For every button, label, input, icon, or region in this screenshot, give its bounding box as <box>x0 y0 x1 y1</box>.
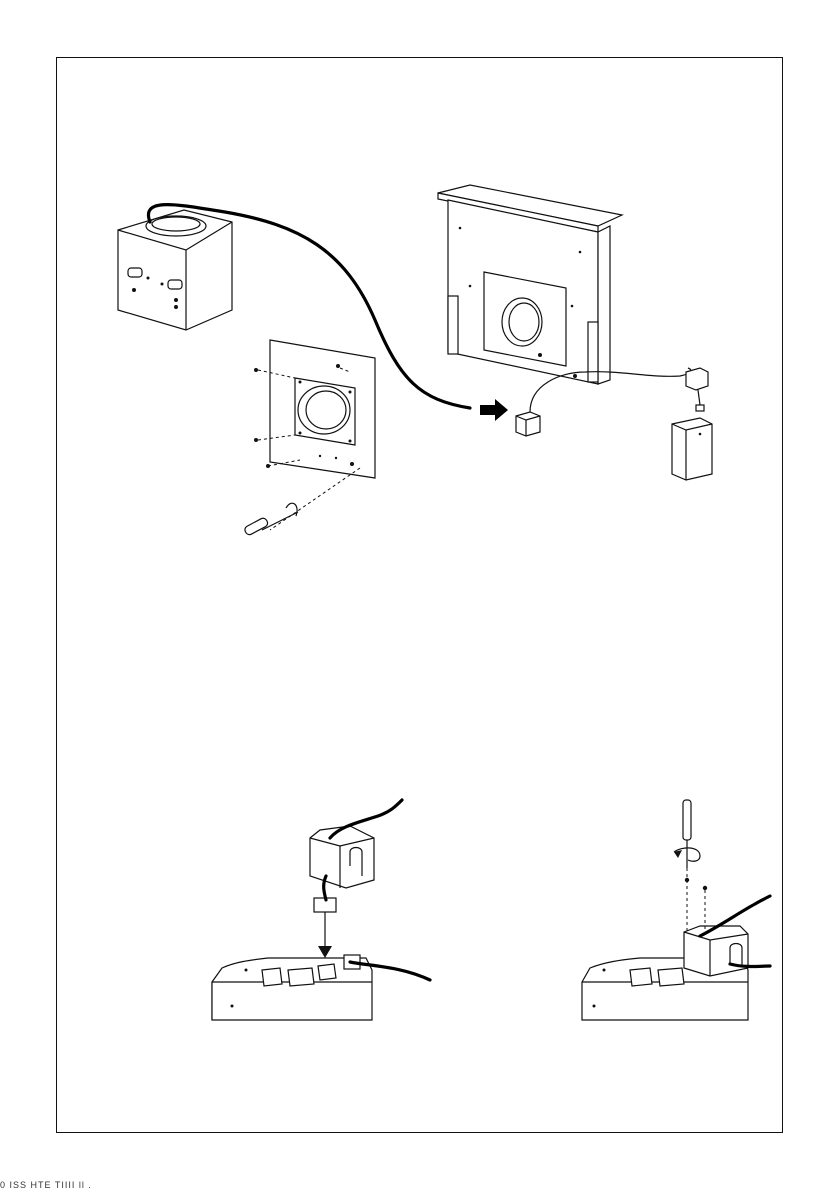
screwdriver-icon <box>244 503 298 536</box>
arrow-icon <box>480 399 508 421</box>
connector-box <box>516 412 540 436</box>
connector-cover <box>310 800 402 900</box>
power-supply-box <box>672 418 712 480</box>
figure-2-plug-connector <box>212 800 430 1020</box>
mounting-plate <box>270 340 375 478</box>
junction-box <box>686 368 708 411</box>
screw <box>703 886 707 890</box>
screw <box>685 878 689 882</box>
motor-unit <box>118 210 232 330</box>
figure-1-motor-connection <box>118 185 712 536</box>
footer-fragment: 0 ISS HTE TIIII ll . <box>0 1180 92 1190</box>
downdraft-hood-unit <box>438 185 622 384</box>
figure-3-secure-cover <box>582 800 770 1020</box>
screwdriver-icon <box>674 800 700 868</box>
